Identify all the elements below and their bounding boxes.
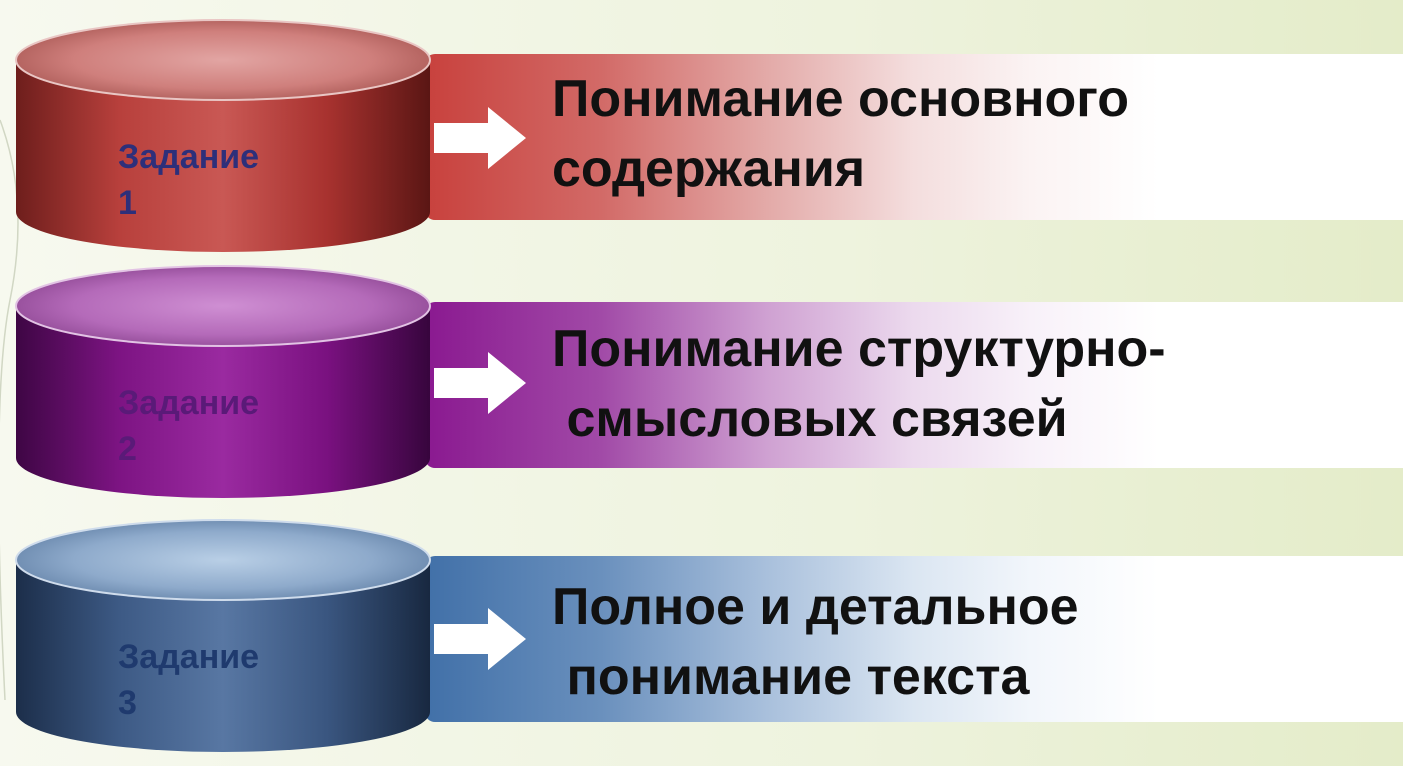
task-2-description-line2: смысловых связей	[552, 390, 1068, 448]
task-3-label: Задание	[118, 638, 260, 676]
task-2-banner	[425, 302, 1403, 468]
task-row-3: Полное и детальное понимание текста	[0, 516, 1403, 766]
task-1-label: Задание	[118, 138, 260, 176]
task-3-number: 3	[118, 684, 137, 722]
right-arrow-icon	[434, 352, 526, 414]
task-1-title: Задание 1	[118, 134, 259, 226]
task-3-description: Полное и детальное понимание текста	[552, 572, 1079, 712]
task-1-description-line2: содержания	[552, 140, 866, 198]
task-1-description-line1: Понимание основного	[552, 70, 1130, 128]
task-2-cylinder: Задание 2	[12, 262, 434, 502]
task-1-banner	[425, 54, 1403, 220]
task-1-description: Понимание основного содержания	[552, 64, 1129, 204]
task-row-1: Понимание основного содержания	[0, 0, 1403, 252]
task-2-description-line1: Понимание структурно-	[552, 320, 1166, 378]
task-2-title: Задание 2	[118, 380, 259, 472]
task-3-description-line2: понимание текста	[552, 648, 1030, 706]
task-2-number: 2	[118, 430, 137, 468]
right-arrow-icon	[434, 107, 526, 169]
task-2-description: Понимание структурно- смысловых связей	[552, 314, 1166, 454]
task-3-description-line1: Полное и детальное	[552, 578, 1079, 636]
task-3-cylinder: Задание 3	[12, 516, 434, 756]
task-row-2: Понимание структурно- смысловых связей	[0, 262, 1403, 512]
task-1-cylinder: Задание 1	[12, 16, 434, 256]
task-2-label: Задание	[118, 384, 260, 422]
task-3-banner	[425, 556, 1403, 722]
task-3-title: Задание 3	[118, 634, 259, 726]
right-arrow-icon	[434, 608, 526, 670]
task-1-number: 1	[118, 184, 137, 222]
